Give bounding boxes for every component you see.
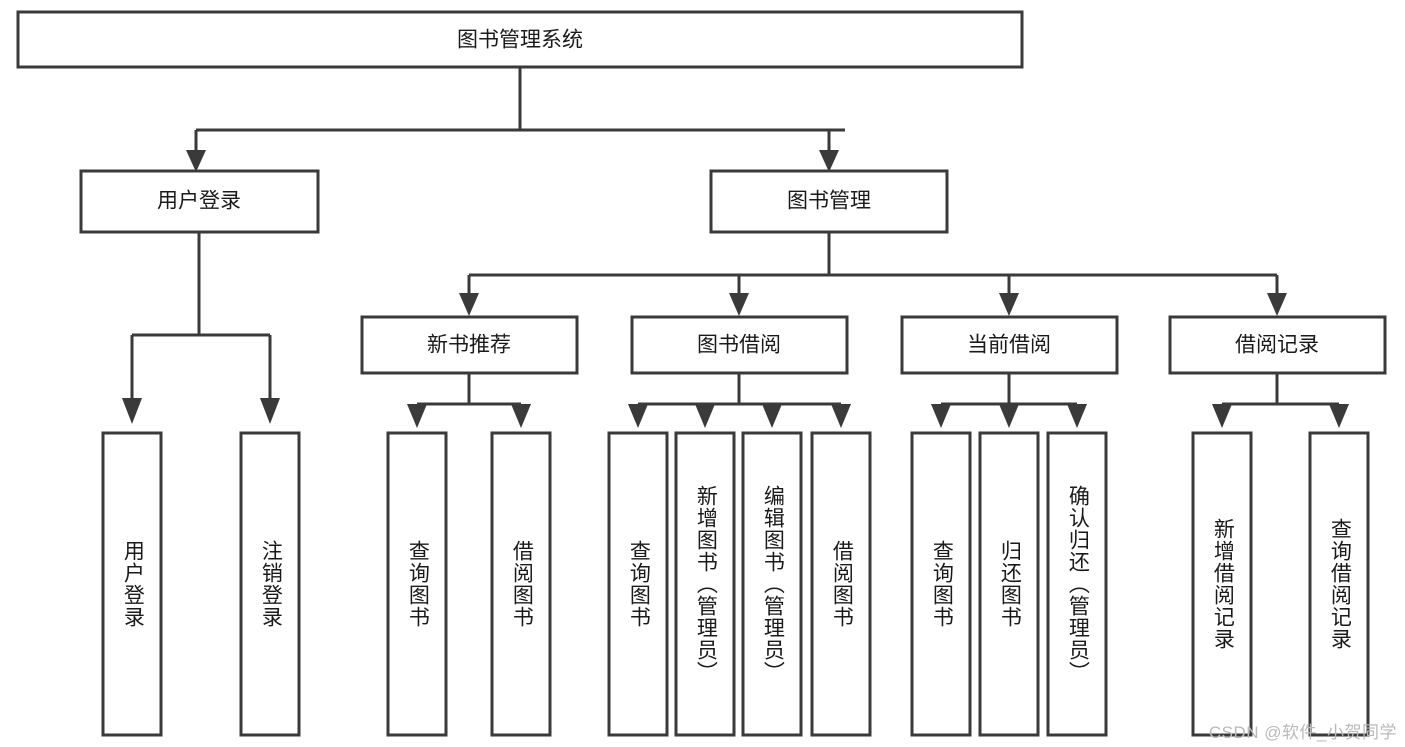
arrow-head-icon xyxy=(407,404,427,428)
connector-userlogin-to-leaves xyxy=(122,232,280,424)
arrow-head-icon xyxy=(459,293,479,316)
node-book-borrow-label: 图书借阅 xyxy=(697,334,781,357)
leaf-box-add-record[interactable] xyxy=(1191,431,1253,737)
arrow-head-icon xyxy=(931,404,951,428)
arrow-head-icon xyxy=(1267,293,1287,316)
node-root-system[interactable]: 图书管理系统 xyxy=(16,10,1024,69)
connector-currentborrow-to-leaves xyxy=(931,373,1087,428)
arrow-head-icon xyxy=(1212,404,1232,428)
leaf-box-borrow-book-2[interactable] xyxy=(810,431,872,737)
arrow-head-icon xyxy=(122,398,142,424)
leaf-box-logout[interactable] xyxy=(239,431,301,737)
node-book-management[interactable]: 图书管理 xyxy=(709,169,949,234)
arrow-head-icon xyxy=(260,398,280,424)
leaf-box-query-book-3[interactable] xyxy=(910,431,972,737)
node-user-login[interactable]: 用户登录 xyxy=(79,169,320,234)
node-root-label: 图书管理系统 xyxy=(457,29,583,52)
node-book-management-label: 图书管理 xyxy=(787,190,871,213)
arrow-head-icon xyxy=(762,404,782,428)
node-borrow-record[interactable]: 借阅记录 xyxy=(1168,315,1387,375)
node-user-login-label: 用户登录 xyxy=(157,190,241,213)
node-new-book-recommend[interactable]: 新书推荐 xyxy=(360,315,579,375)
node-borrow-record-label: 借阅记录 xyxy=(1235,334,1319,357)
arrow-head-icon xyxy=(511,404,531,428)
csdn-watermark: CSDN @软件_小贺同学 xyxy=(1208,723,1397,742)
arrow-head-icon xyxy=(819,150,839,172)
arrow-head-icon xyxy=(729,293,749,316)
arrow-head-icon xyxy=(186,150,206,172)
leaf-box-add-book[interactable] xyxy=(674,431,736,737)
leaf-boxes-group xyxy=(101,431,1370,737)
leaf-box-edit-book[interactable] xyxy=(741,431,803,737)
connector-bookmgmt-to-level3 xyxy=(459,232,1287,316)
node-current-borrow[interactable]: 当前借阅 xyxy=(900,315,1119,375)
arrow-head-icon xyxy=(1329,404,1349,428)
node-current-borrow-label: 当前借阅 xyxy=(967,334,1051,357)
arrow-head-icon xyxy=(628,404,648,428)
leaf-box-query-record[interactable] xyxy=(1308,431,1370,737)
arrow-head-icon xyxy=(999,293,1019,316)
connector-root-to-level2 xyxy=(186,67,845,172)
leaf-box-query-book-2[interactable] xyxy=(607,431,669,737)
connector-bookborrow-to-leaves xyxy=(628,373,851,428)
node-new-book-recommend-label: 新书推荐 xyxy=(427,334,511,357)
arrow-head-icon xyxy=(831,404,851,428)
arrow-head-icon xyxy=(999,404,1019,428)
arrow-head-icon xyxy=(1067,404,1087,428)
leaf-box-return-book[interactable] xyxy=(978,431,1040,737)
node-book-borrow[interactable]: 图书借阅 xyxy=(630,315,849,375)
leaf-box-query-book-1[interactable] xyxy=(386,431,448,737)
connector-newbook-to-leaves xyxy=(407,373,531,428)
leaf-box-user-login[interactable] xyxy=(101,431,163,737)
connector-borrowrecord-to-leaves xyxy=(1212,373,1349,428)
leaf-box-confirm-return[interactable] xyxy=(1046,431,1108,737)
arrow-head-icon xyxy=(695,404,715,428)
leaf-box-borrow-book-1[interactable] xyxy=(490,431,552,737)
